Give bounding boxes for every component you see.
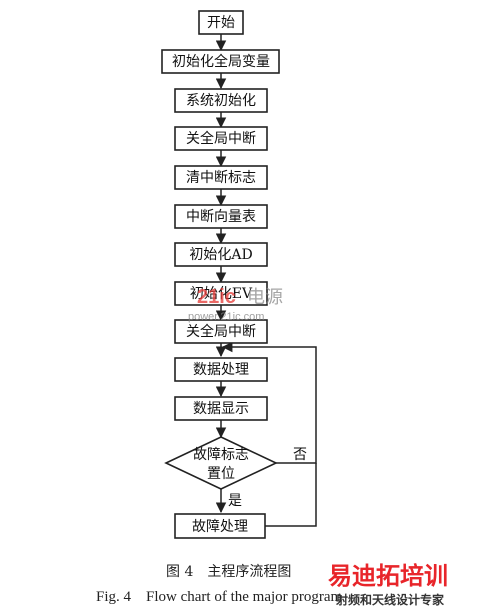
edge-label-no: 否 (293, 447, 307, 463)
node-init-ad-label: 初始化AD (189, 246, 252, 263)
node-init-global-vars-label: 初始化全局变量 (172, 53, 270, 70)
node-disable-int-2-label: 关全局中断 (186, 323, 256, 340)
caption-cn: 图 4 主程序流程图 (166, 564, 291, 580)
node-fault-handling-label: 故障处理 (192, 519, 248, 535)
node-clear-int-flag-label: 清中断标志 (186, 170, 256, 186)
node-start-label: 开始 (207, 15, 235, 31)
node-clear-int-flag: 清中断标志 (174, 165, 268, 190)
node-int-vector-table: 中断向量表 (174, 204, 268, 229)
decision-fault-flag-label-1: 故障标志 (193, 447, 249, 463)
edge-label-yes: 是 (228, 493, 242, 509)
caption-en: Fig. 4 Flow chart of the major program (96, 589, 343, 605)
node-sys-init-label: 系统初始化 (186, 92, 256, 109)
node-init-global-vars: 初始化全局变量 (161, 49, 280, 74)
watermark-edatop-brand: 易迪拓培训 (328, 562, 448, 590)
watermark-21ic-url: power.21ic.com (188, 311, 264, 323)
node-int-vector-table-label: 中断向量表 (186, 209, 256, 225)
node-fault-handling: 故障处理 (174, 513, 266, 539)
watermark-edatop-tagline: 射频和天线设计专家 (335, 592, 445, 607)
node-start: 开始 (198, 10, 244, 35)
watermark-edatop: 易迪拓培训 射频和天线设计专家 (328, 562, 448, 607)
watermark-21ic-gray: 电源 (247, 287, 283, 308)
watermark-21ic-red: 21ic (197, 286, 236, 308)
watermark-21ic: 21ic 电源 power.21ic.com (188, 286, 283, 323)
flow-connectors (215, 34, 317, 527)
node-data-display-label: 数据显示 (193, 401, 249, 417)
node-disable-int-1: 关全局中断 (174, 126, 268, 151)
node-data-processing-label: 数据处理 (193, 362, 249, 378)
node-disable-int-2: 关全局中断 (174, 319, 268, 344)
node-sys-init: 系统初始化 (174, 88, 268, 113)
node-data-processing: 数据处理 (174, 357, 268, 382)
node-init-ev-label: 初始化EV (190, 285, 253, 302)
decision-fault-flag: 故障标志 置位 (164, 436, 278, 490)
node-init-ad: 初始化AD (174, 242, 268, 267)
node-init-ev: 初始化EV (174, 281, 268, 306)
decision-fault-flag-label-2: 置位 (207, 466, 235, 482)
node-data-display: 数据显示 (174, 396, 268, 421)
node-disable-int-1-label: 关全局中断 (186, 130, 256, 147)
